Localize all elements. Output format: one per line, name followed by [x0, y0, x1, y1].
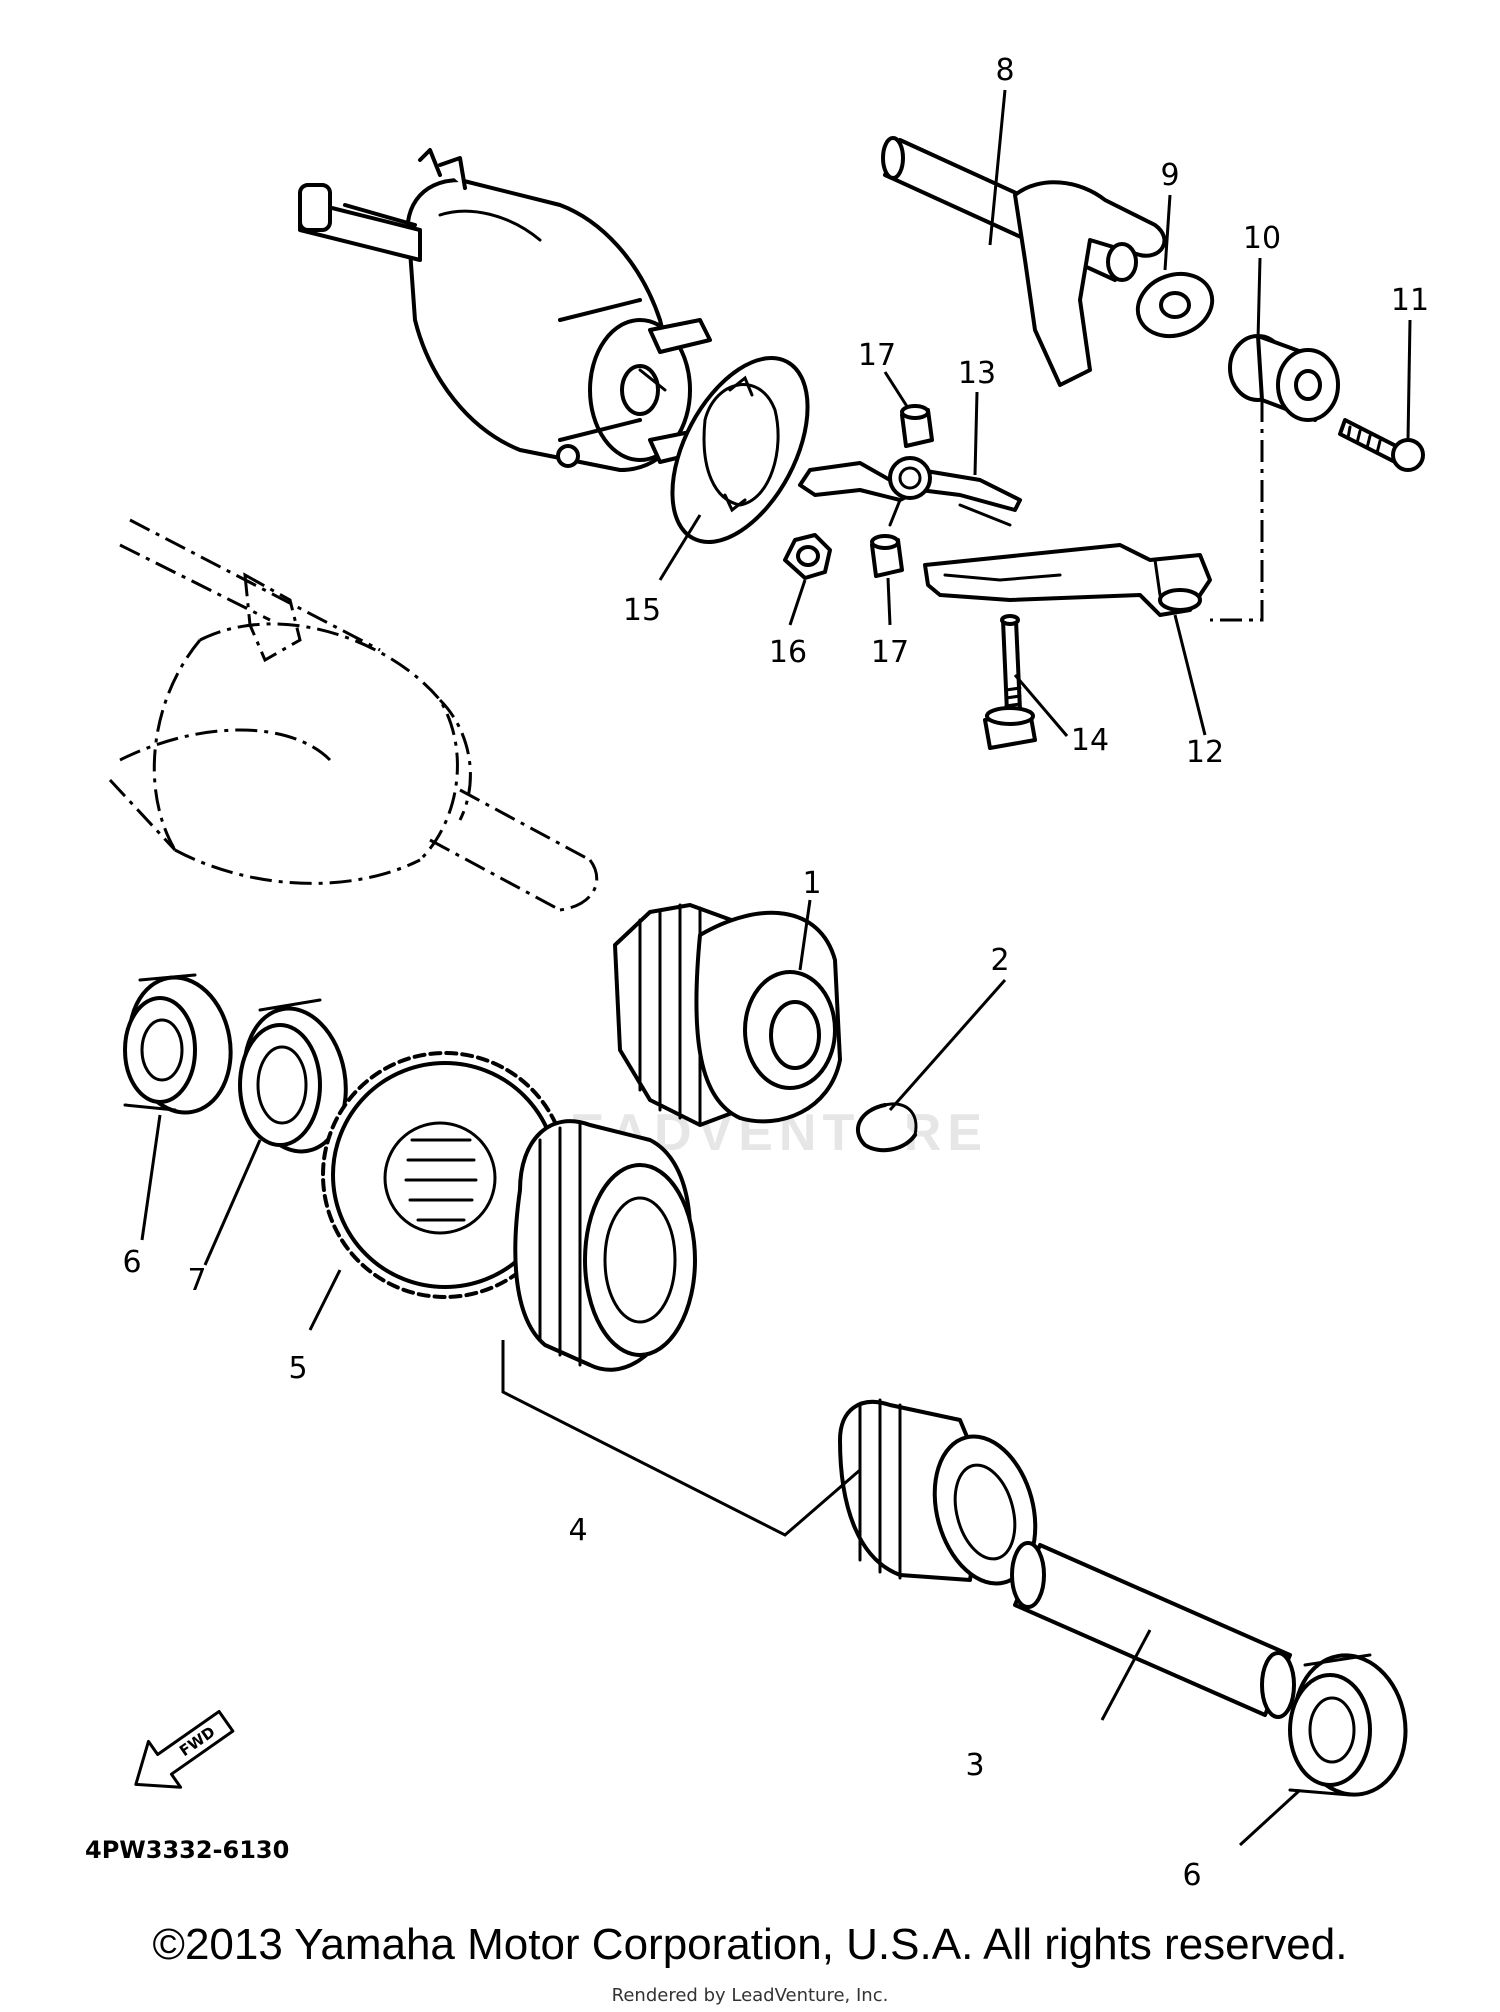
callout-10: 10 [1243, 221, 1281, 256]
callout-6-left: 6 [122, 1245, 141, 1280]
part-17-bushing-upper [900, 404, 934, 448]
callout-labels: 8 9 10 11 17 13 15 16 17 14 12 1 2 6 7 5… [122, 53, 1429, 1893]
part-8-shift-fork [881, 136, 1167, 387]
part-3-shaft [1010, 1541, 1296, 1719]
callout-7: 7 [187, 1263, 206, 1298]
callout-2: 2 [990, 943, 1009, 978]
part-15-gasket [670, 356, 810, 544]
callout-9: 9 [1160, 158, 1179, 193]
part-9-washer [1135, 271, 1215, 339]
part-12-lever [923, 543, 1212, 617]
copyright-notice: ©2013 Yamaha Motor Corporation, U.S.A. A… [152, 1920, 1348, 1969]
leader-lines [140, 89, 1412, 1847]
part-11-screw [1338, 418, 1425, 472]
part-2-circlip [855, 1102, 918, 1153]
callout-5: 5 [288, 1351, 307, 1386]
part-6-bearing-left [123, 973, 233, 1115]
callout-11: 11 [1391, 283, 1429, 318]
callout-15: 15 [623, 593, 661, 628]
callout-17-upper: 17 [858, 338, 896, 373]
callout-17-lower: 17 [871, 635, 909, 670]
callout-6-right: 6 [1182, 1858, 1201, 1893]
rendered-by-credit: Rendered by LeadVenture, Inc. [611, 1985, 889, 2006]
callout-1: 1 [802, 866, 821, 901]
starter-relay-solenoid [298, 148, 712, 472]
part-13-spring [798, 456, 1022, 527]
callout-14: 14 [1071, 723, 1109, 758]
part-10-collar [1228, 334, 1340, 422]
part-14-bolt [983, 614, 1037, 750]
diagram-code: 4PW3332-6130 [85, 1836, 289, 1864]
callout-12: 12 [1186, 735, 1224, 770]
part-7-oil-seal [238, 998, 348, 1154]
forward-arrow-icon: FWD [134, 1709, 235, 1789]
callout-13: 13 [958, 356, 996, 391]
callout-8: 8 [995, 53, 1014, 88]
part-17-bushing-lower [870, 534, 904, 578]
callout-3: 3 [965, 1748, 984, 1783]
part-4-gear-assembly [501, 1119, 1038, 1586]
callout-4: 4 [568, 1513, 587, 1548]
part-6-bearing-right [1288, 1653, 1408, 1797]
part-5-idler-gear [321, 1051, 569, 1299]
callout-16: 16 [769, 635, 807, 670]
starter-motor-outline [108, 518, 599, 912]
part-1-starter-clutch [613, 903, 842, 1127]
part-16-nut [783, 533, 832, 580]
